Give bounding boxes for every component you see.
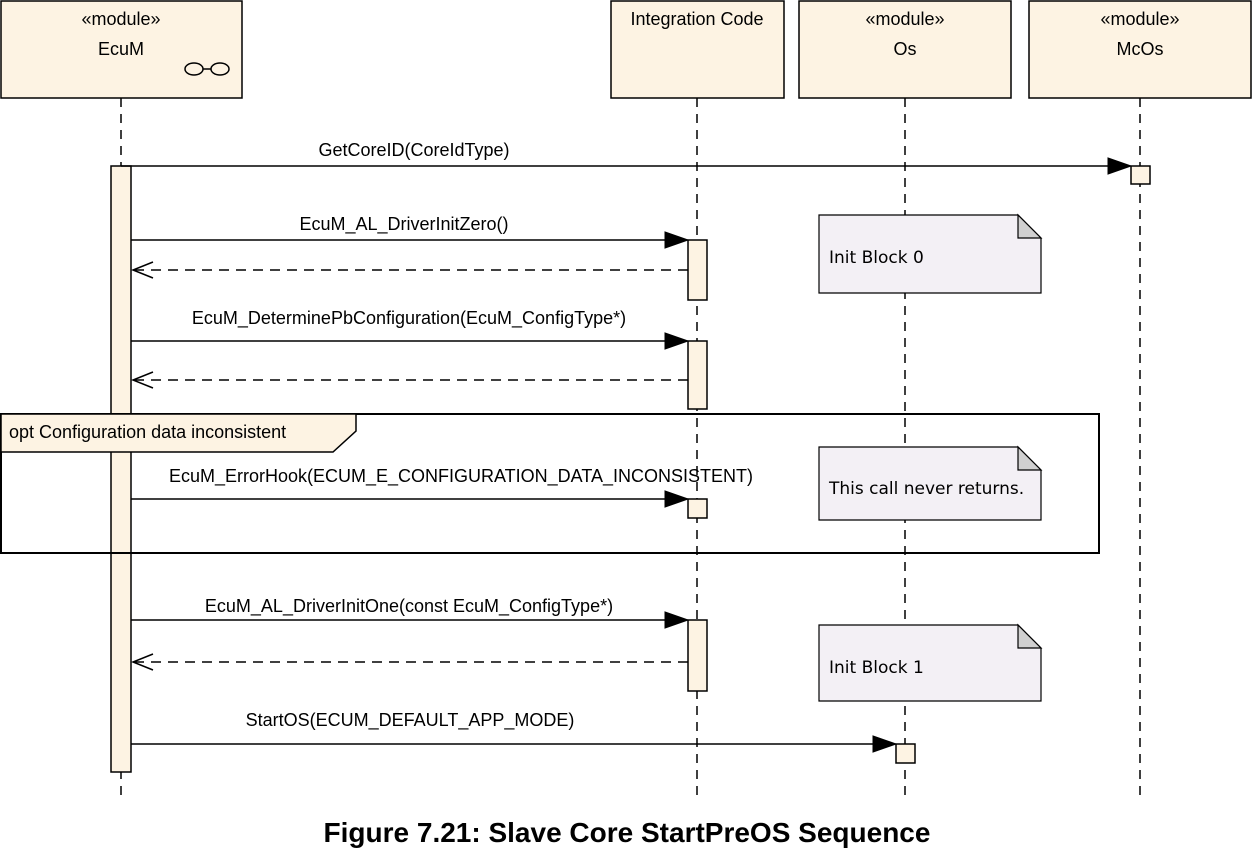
lifeline-name: Os [893,39,916,59]
activation-integration-3 [687,498,708,519]
arrowhead [664,490,690,508]
message-label: GetCoreID(CoreIdType) [318,140,509,160]
note-never-returns: This call never returns. [818,445,1043,521]
figure-caption: Figure 7.21: Slave Core StartPreOS Seque… [324,817,931,848]
message-label: EcuM_AL_DriverInitOne(const EcuM_ConfigT… [205,596,613,617]
message-start-os: StartOS(ECUM_DEFAULT_APP_MODE) [131,710,898,753]
message-label: StartOS(ECUM_DEFAULT_APP_MODE) [246,710,575,731]
open-arrowhead [130,261,154,279]
note-init-block-1: Init Block 1 [818,623,1043,702]
message-label: EcuM_DeterminePbConfiguration(EcuM_Confi… [192,308,626,329]
opt-fragment: opt Configuration data inconsistent [0,413,1100,554]
lifeline-head-integration-code [610,0,785,99]
activation-integration-1 [687,239,708,301]
message-get-core-id: GetCoreID(CoreIdType) [121,140,1133,175]
subsystem-icon [184,62,230,76]
lifeline-name: Integration Code [630,9,763,29]
lifeline-head-ecum [0,0,243,99]
lifeline-integration-code: Integration Code [610,0,785,802]
activation-os [895,743,916,764]
arrowhead [872,735,898,753]
arrowhead [664,611,690,629]
note-text: Init Block 0 [829,248,924,268]
arrowhead [1107,157,1133,175]
return-driver-init-zero [130,261,688,279]
lifeline-name: McOs [1117,39,1164,59]
message-determine-pb: EcuM_DeterminePbConfiguration(EcuM_Confi… [131,308,690,350]
message-label: EcuM_ErrorHook(ECUM_E_CONFIGURATION_DATA… [169,466,753,487]
lifeline-name: EcuM [98,39,144,59]
activation-mcos [1130,165,1151,185]
note-fold [1017,445,1043,471]
note-init-block-0: Init Block 0 [818,213,1043,294]
message-label: EcuM_AL_DriverInitZero() [299,214,508,235]
note-text: Init Block 1 [829,658,924,678]
fragment-tab [0,413,357,453]
arrowhead [664,332,690,350]
fragment-label: opt Configuration data inconsistent [9,422,286,442]
message-driver-init-zero: EcuM_AL_DriverInitZero() [131,214,690,249]
lifeline-head-mcos [1028,0,1252,99]
lifeline-ecum: «module» EcuM [0,0,243,802]
lifeline-stereotype: «module» [81,9,160,29]
lifeline-mcos: «module» McOs [1028,0,1252,802]
lifeline-stereotype: «module» [1100,9,1179,29]
return-driver-init-one [130,653,688,671]
note-fold [1017,213,1043,239]
activation-ecum [110,165,132,773]
lifeline-stereotype: «module» [865,9,944,29]
return-determine-pb [130,371,688,389]
open-arrowhead [130,653,154,671]
open-arrowhead [130,371,154,389]
arrowhead [664,231,690,249]
note-fold [1017,623,1043,649]
message-error-hook: EcuM_ErrorHook(ECUM_E_CONFIGURATION_DATA… [131,466,753,508]
note-text: This call never returns. [828,479,1024,499]
message-driver-init-one: EcuM_AL_DriverInitOne(const EcuM_ConfigT… [131,596,690,629]
activation-integration-2 [687,340,708,410]
activation-integration-4 [687,619,708,692]
